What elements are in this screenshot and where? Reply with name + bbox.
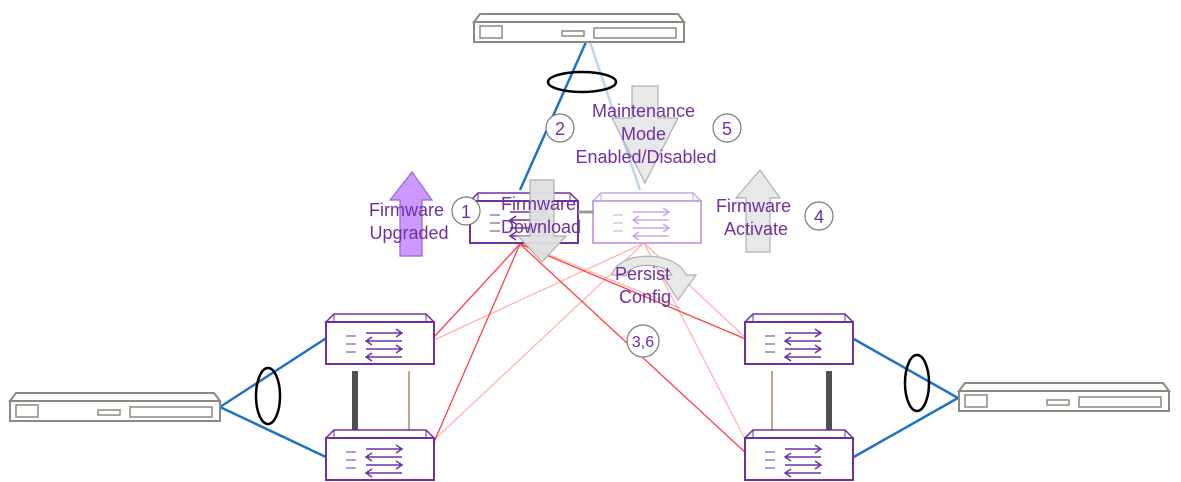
firmware-upgraded-arrow-icon (388, 170, 434, 257)
maintenance-arrow-icon (611, 85, 679, 185)
step-badge-5: 5 (712, 113, 742, 143)
persist-config-arrow-icon (611, 255, 698, 302)
step-badge-3-6: 3,6 (626, 324, 660, 358)
step-number: 5 (722, 119, 732, 139)
label-line: Upgraded (369, 223, 448, 243)
server-link-faded (588, 41, 642, 191)
isl-links (352, 371, 832, 432)
label-line: Firmware (501, 194, 576, 214)
lag-ellipse-top (546, 70, 618, 94)
step-badge-2: 2 (545, 113, 575, 143)
step-number: 4 (814, 207, 824, 227)
firmware-download-label: Firmware Download (501, 194, 581, 237)
server-links (219, 41, 959, 460)
switch-icon (325, 429, 435, 481)
server-icon (958, 382, 1170, 412)
switch-icon (744, 313, 854, 365)
switch-icon-faded (592, 192, 702, 244)
label-line: Activate (724, 219, 788, 239)
label-line: Enabled/Disabled (575, 147, 716, 167)
maintenance-mode-label: Maintenance Mode Enabled/Disabled (575, 101, 716, 167)
switch-icon (744, 429, 854, 481)
label-line: Mode (621, 124, 666, 144)
step-number: 3,6 (632, 334, 654, 351)
server-icon (473, 13, 685, 43)
step-number: 2 (555, 119, 565, 139)
step-badge-4: 4 (804, 201, 834, 231)
server-icon (9, 392, 221, 422)
firmware-download-arrow-icon (516, 179, 568, 263)
label-line: Config (619, 287, 671, 307)
firmware-activate-label: Firmware Activate (716, 196, 796, 239)
label-line: Download (501, 217, 581, 237)
lag-ellipse-left (254, 366, 282, 426)
label-line: Firmware (716, 196, 791, 216)
step-number: 1 (461, 202, 471, 222)
label-line: Persist (615, 264, 670, 284)
firmware-activate-arrow-icon (734, 169, 782, 253)
step-badge-1: 1 (451, 196, 481, 226)
label-line: Maintenance (592, 101, 695, 121)
label-line: Firmware (369, 200, 444, 220)
lag-ellipse-right (903, 353, 931, 413)
switch-icon (325, 313, 435, 365)
firmware-upgraded-label: Firmware Upgraded (369, 200, 449, 243)
persist-config-label: Persist Config (615, 264, 675, 307)
red-links (433, 243, 749, 456)
